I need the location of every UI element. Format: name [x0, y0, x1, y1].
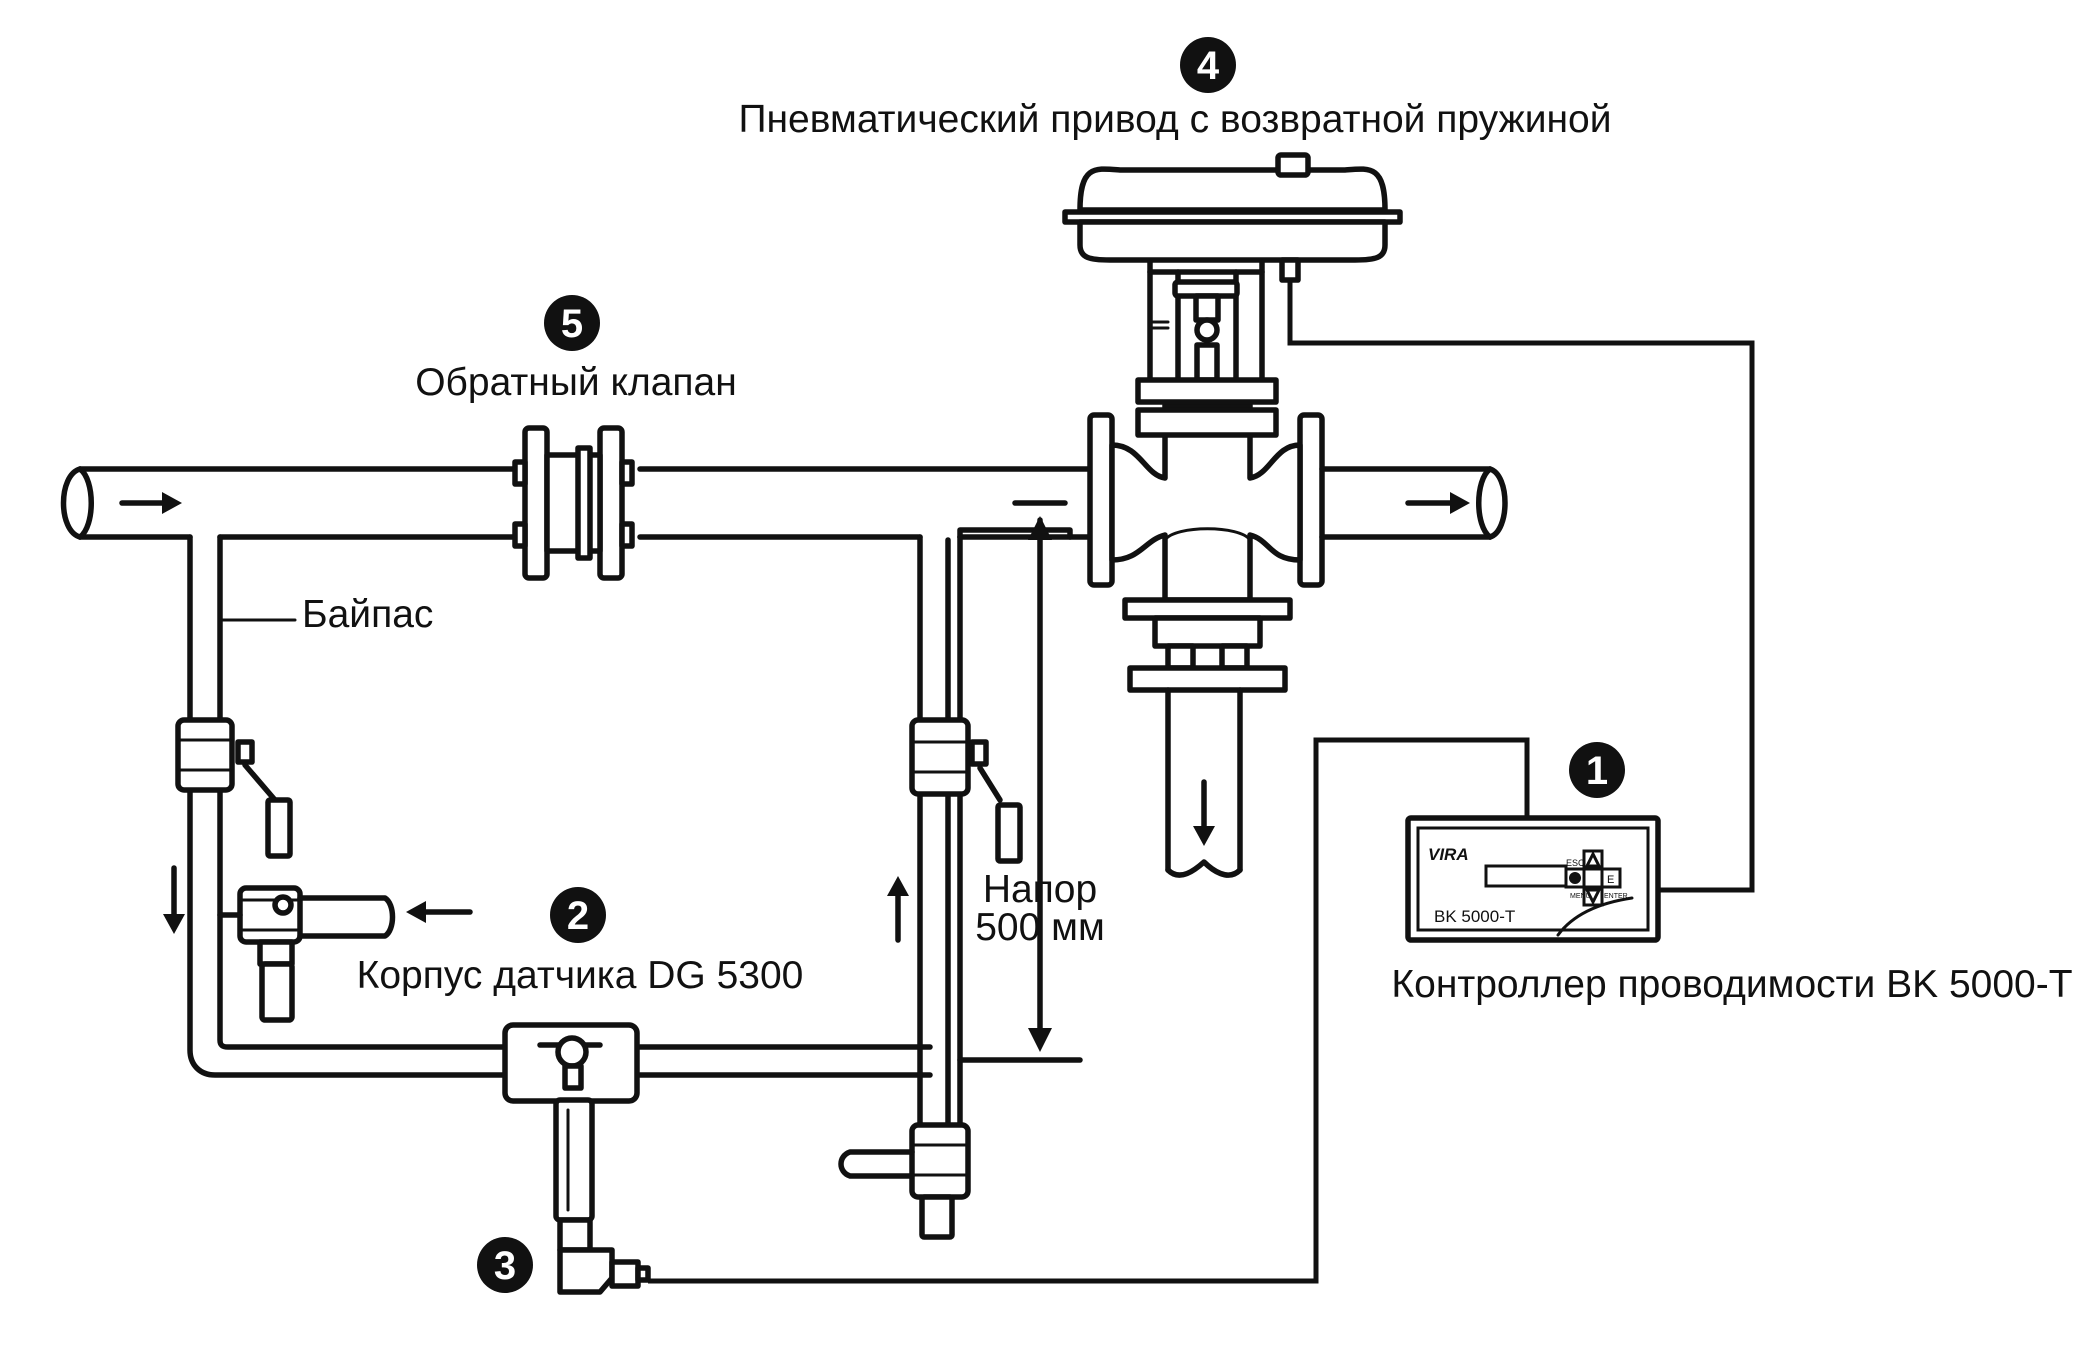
- ball-valve-left-upper: [175, 717, 293, 859]
- controller-device: [1405, 815, 1661, 943]
- flow-arrow-bypass-down: [163, 865, 185, 934]
- head-label-line1: Напор: [983, 868, 1097, 911]
- ball-valve-right-lower: [838, 1122, 971, 1240]
- svg-text:5: 5: [561, 302, 583, 346]
- svg-text:3: 3: [494, 1244, 516, 1288]
- impulse-pipe: [917, 527, 1073, 1128]
- sensor-housing-label: Корпус датчика DG 5300: [357, 954, 804, 997]
- esc-key-label: ESC: [1566, 858, 1585, 868]
- conductivity-sensor: [553, 1097, 651, 1295]
- ball-valve-right-upper: [909, 717, 1023, 864]
- menu-key-label: MENU: [1570, 893, 1591, 900]
- marker-2: 2: [550, 887, 606, 943]
- sensor-housing: [502, 1022, 640, 1104]
- bypass-label: Байпас: [302, 593, 433, 636]
- marker-4: 4: [1180, 37, 1236, 93]
- outlet-pipe-right: [1319, 466, 1508, 540]
- flow-arrow-inlet: [119, 492, 182, 514]
- e-key-label: E: [1607, 874, 1614, 886]
- main-inlet-pipe: [60, 466, 1093, 540]
- ball-valve-left-lower: [217, 885, 396, 1023]
- enter-key-label: ENTER: [1604, 893, 1628, 900]
- controller-model: BK 5000-T: [1434, 907, 1515, 926]
- marker-5: 5: [544, 295, 600, 351]
- svg-text:4: 4: [1197, 44, 1220, 88]
- flow-arrow-branch: [406, 901, 473, 923]
- outlet-pipe-down: [1165, 687, 1243, 878]
- svg-text:1: 1: [1586, 749, 1608, 793]
- flow-arrow-impulse-up: [887, 876, 909, 943]
- check-valve: [512, 425, 635, 581]
- control-valve-body: [1087, 402, 1325, 693]
- signal-wiring: [648, 280, 1755, 1284]
- controller-brand: VIRA: [1428, 845, 1469, 864]
- marker-1: 1: [1569, 742, 1625, 798]
- svg-text:2: 2: [567, 894, 589, 938]
- head-dimension: [957, 500, 1083, 1063]
- actuator-label: Пневматический привод с возвратной пружи…: [738, 98, 1611, 141]
- bypass-pipe: [187, 534, 933, 1078]
- marker-3: 3: [477, 1237, 533, 1293]
- controller-label: Контроллер проводимости BK 5000-T: [1391, 963, 2072, 1006]
- head-label-line2: 500 мм: [975, 906, 1105, 949]
- check-valve-label: Обратный клапан: [415, 361, 737, 404]
- pneumatic-actuator: [1062, 152, 1403, 405]
